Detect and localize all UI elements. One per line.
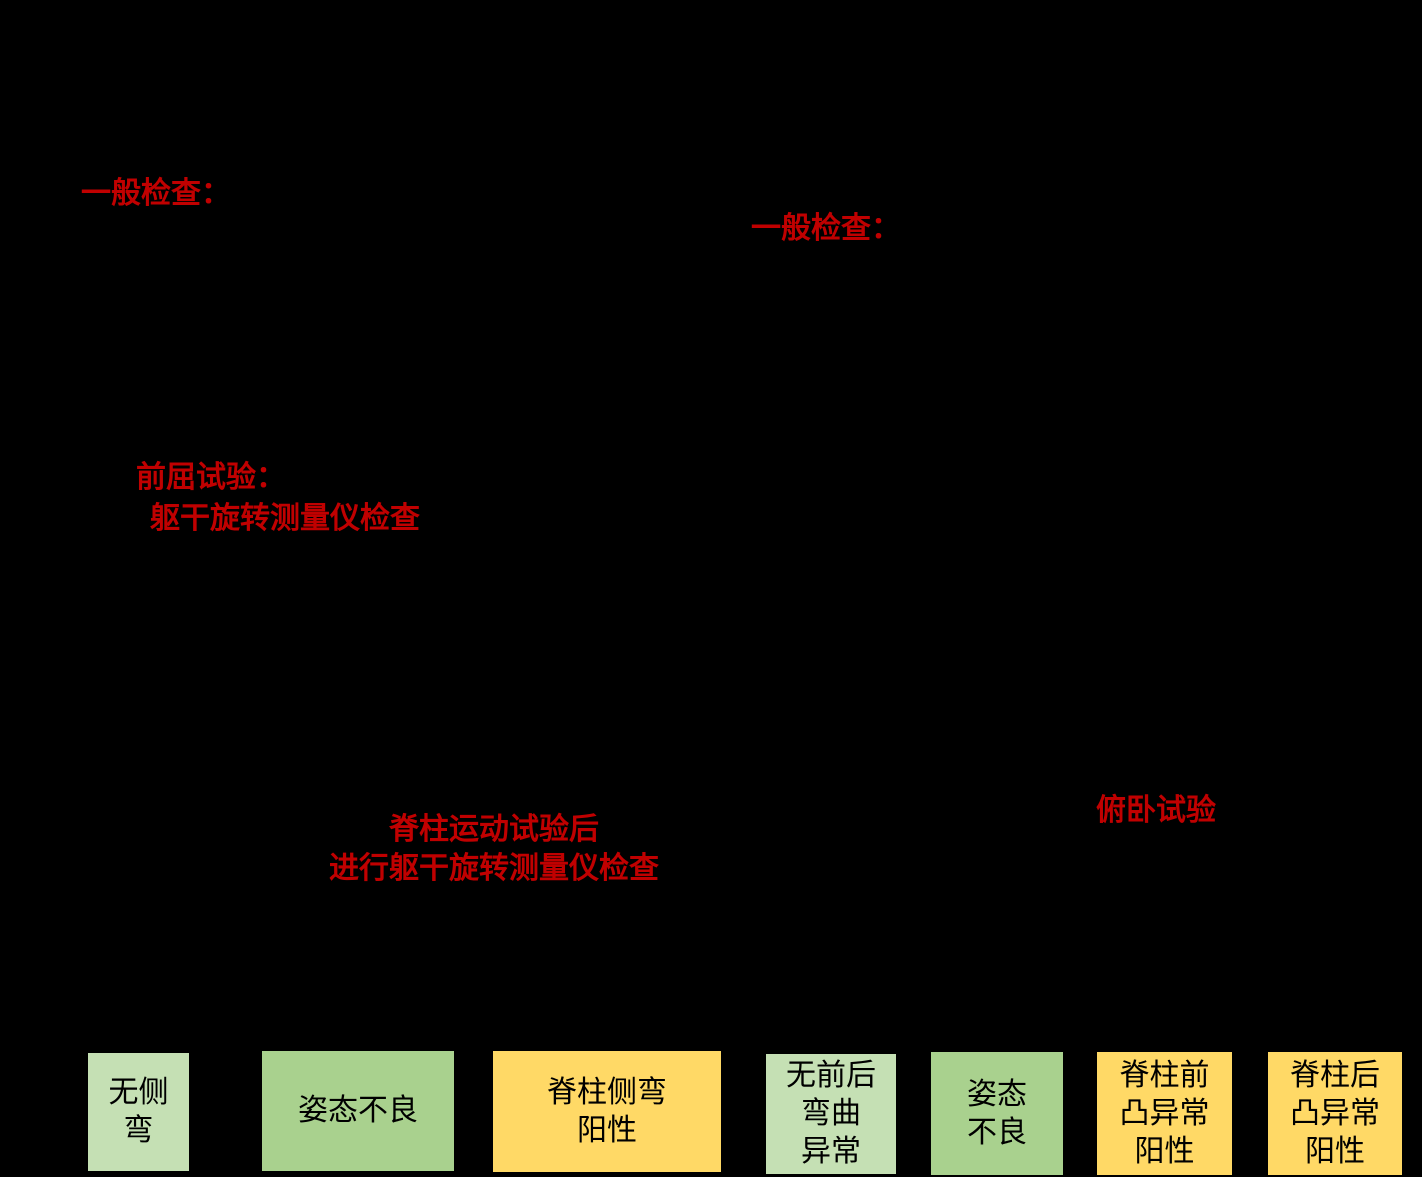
- label-forward-bend-test: 前屈试验： 躯干旋转测量仪检查: [136, 457, 420, 539]
- label-forward-bend-line2: 躯干旋转测量仪检查: [150, 502, 420, 535]
- label-general-check-left: 一般检查：: [81, 177, 231, 210]
- label-spine-motion-test: 脊柱运动试验后 进行躯干旋转测量仪检查: [310, 810, 678, 888]
- result-box-label: 无前后 弯曲 异常: [786, 1059, 876, 1168]
- result-box-label: 脊柱后 凸异常 阳性: [1290, 1058, 1380, 1168]
- result-box-no-sagittal-abnormality: 无前后 弯曲 异常: [766, 1054, 896, 1174]
- result-box-label: 姿态不良: [298, 1094, 418, 1127]
- result-box-label: 脊柱前 凸异常 阳性: [1119, 1058, 1210, 1168]
- result-box-label: 姿态 不良: [967, 1077, 1027, 1149]
- label-prone-test: 俯卧试验: [1096, 794, 1216, 827]
- result-box-label: 无侧 弯: [108, 1076, 169, 1147]
- label-spine-motion-line1: 脊柱运动试验后: [389, 813, 599, 846]
- result-box-lordosis-positive: 脊柱前 凸异常 阳性: [1097, 1052, 1232, 1175]
- result-box-kyphosis-positive: 脊柱后 凸异常 阳性: [1268, 1052, 1402, 1175]
- result-box-poor-posture-right: 姿态 不良: [931, 1052, 1063, 1175]
- label-spine-motion-line2: 进行躯干旋转测量仪检查: [329, 852, 659, 885]
- label-general-check-right: 一般检查：: [751, 212, 901, 245]
- result-box-no-scoliosis: 无侧 弯: [88, 1053, 189, 1171]
- result-box-poor-posture-left: 姿态不良: [262, 1051, 454, 1171]
- result-box-label: 脊柱侧弯 阳性: [547, 1075, 667, 1147]
- label-forward-bend-line1: 前屈试验：: [136, 461, 286, 494]
- result-box-scoliosis-positive: 脊柱侧弯 阳性: [493, 1051, 721, 1172]
